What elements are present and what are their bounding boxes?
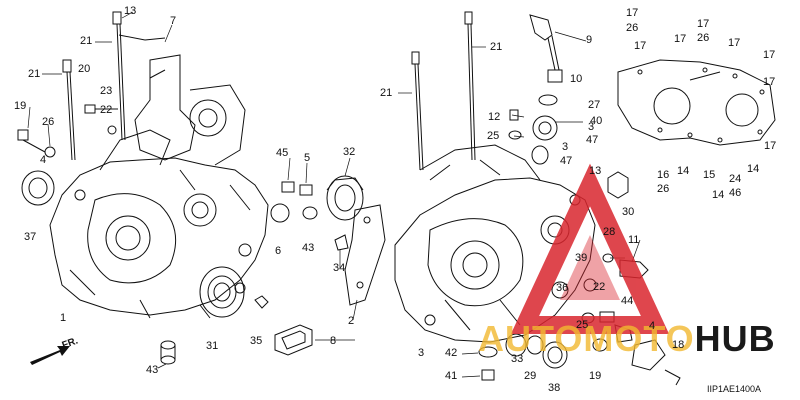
callout-label: 39: [575, 252, 588, 264]
callout-label: 10: [570, 73, 583, 85]
callout-label: 31: [206, 340, 219, 352]
callout-label: 21: [80, 35, 93, 47]
callout-label: 26: [42, 116, 55, 128]
leader-lines: [27, 11, 641, 378]
callout-label: 45: [276, 147, 289, 159]
callout-label: 4: [40, 154, 47, 166]
bottom-parts: [478, 333, 568, 381]
callout-label: 13: [589, 165, 602, 177]
callout-label: 21: [380, 87, 393, 99]
callout-label: 14: [677, 165, 690, 177]
callout-label: 43: [302, 242, 315, 254]
right-studs: [411, 11, 476, 171]
callout-label: 41: [445, 370, 458, 382]
callout-label: 28: [603, 226, 616, 238]
callout-label: 8: [330, 335, 337, 347]
bearing-32: [326, 175, 364, 221]
callout-label: 17: [764, 140, 777, 152]
callout-label: 11: [628, 234, 640, 246]
gasket-2: [334, 204, 386, 306]
callout-label: 37: [24, 231, 37, 243]
callout-label: 46: [729, 187, 742, 199]
callout-label: 22: [593, 281, 606, 293]
callout-label: 36: [556, 282, 569, 294]
callout-label: 17: [674, 33, 687, 45]
callout-label: 25: [576, 319, 589, 331]
shaft-stack: [508, 14, 563, 165]
callout-label: 2: [348, 315, 355, 327]
callout-label: 3: [418, 347, 425, 359]
left-cover-piece: [134, 54, 246, 166]
callout-label: 47: [560, 155, 573, 167]
right-crankcase: [394, 144, 596, 343]
left-bolts: [17, 104, 118, 158]
callout-label: 4: [649, 320, 656, 332]
callout-label: 17: [728, 37, 741, 49]
callout-label: 21: [28, 68, 41, 80]
callout-label: 38: [548, 382, 561, 394]
callout-label: 15: [703, 169, 716, 181]
callout-label: 16: [657, 169, 670, 181]
callout-label: 34: [333, 262, 346, 274]
right-cover: [617, 59, 776, 146]
watermark-text: AUTOMOTOHUB: [478, 318, 776, 359]
callout-label: 19: [589, 370, 602, 382]
callout-label: 17: [763, 49, 776, 61]
seal-37: [21, 170, 55, 206]
callout-label: 40: [590, 115, 603, 127]
callout-label: 17: [626, 7, 639, 19]
callout-label: 3: [588, 121, 595, 133]
callout-label: 7: [170, 15, 177, 27]
callout-label: 21: [490, 41, 503, 53]
left-studs: [62, 11, 166, 161]
callout-label: 44: [621, 295, 634, 307]
left-crankcase: [49, 129, 269, 319]
callout-label: 29: [524, 370, 537, 382]
callout-label: 17: [697, 18, 710, 30]
callout-label: 17: [634, 40, 647, 52]
callout-label: 9: [586, 34, 593, 46]
fr-arrow: [30, 346, 70, 365]
callout-label: 12: [488, 111, 501, 123]
callout-label: 26: [657, 183, 670, 195]
callout-label: 30: [622, 206, 635, 218]
callout-label: 43: [146, 364, 159, 376]
callout-label: 25: [487, 130, 500, 142]
callout-label: 14: [747, 163, 760, 175]
callout-label: 13: [124, 5, 137, 17]
dowel-43: [160, 340, 176, 365]
callout-label: 20: [78, 63, 91, 75]
callout-label: 5: [304, 152, 311, 164]
callout-label: 47: [586, 134, 599, 146]
callout-label: 26: [697, 32, 710, 44]
callout-label: 6: [275, 245, 282, 257]
rubber-8: [274, 324, 313, 356]
callout-label: 26: [626, 22, 639, 34]
callout-label: 35: [250, 335, 263, 347]
watermark-logo: [510, 163, 670, 334]
bearing-31: [199, 266, 245, 318]
callout-label: 27: [588, 99, 601, 111]
callout-label: 1: [60, 312, 67, 324]
left-small-parts: [254, 181, 318, 309]
callout-label: 19: [14, 100, 27, 112]
callout-label: 17: [763, 76, 776, 88]
callout-label: 3: [562, 141, 569, 153]
callout-label: 23: [100, 85, 113, 97]
callout-label: 14: [712, 189, 725, 201]
callout-label: 32: [343, 146, 356, 158]
callout-label: 42: [445, 347, 458, 359]
callout-label: 22: [100, 104, 113, 116]
callout-label: 18: [672, 339, 685, 351]
callout-label: 24: [729, 173, 742, 185]
callout-label: 33: [511, 353, 524, 365]
diagram-code: IIP1AE1400A: [707, 384, 762, 394]
